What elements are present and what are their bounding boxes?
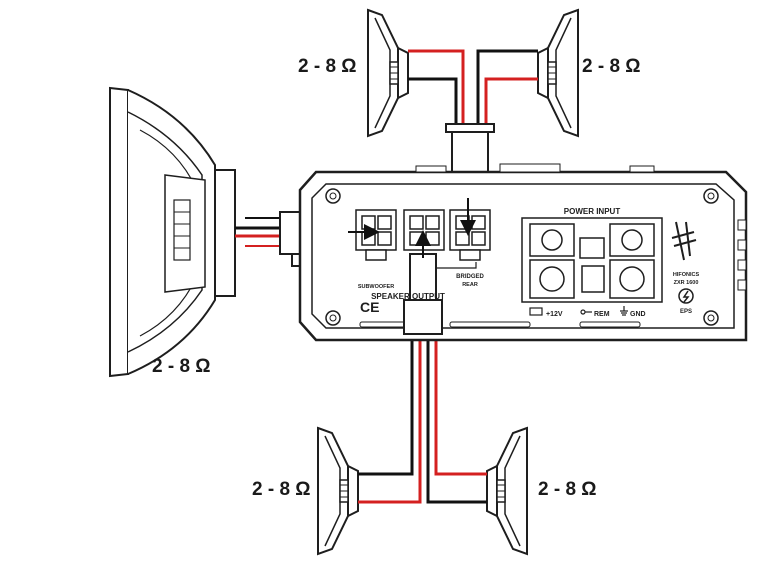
impedance-bottom-right: 2 - 8 Ω (538, 479, 597, 500)
speaker-top-left (367, 9, 409, 137)
impedance-top-right: 2 - 8 Ω (582, 56, 641, 77)
battery-icon (529, 307, 543, 316)
terminal-rear (449, 209, 491, 261)
power-input-label: POWER INPUT (564, 207, 621, 216)
brand-logo-icon (671, 221, 697, 261)
top-plug (445, 123, 495, 175)
remote-icon (580, 309, 592, 315)
model-label: ZXR 1600 (674, 280, 699, 286)
impedance-top-left: 2 - 8 Ω (298, 56, 357, 77)
ce-mark: CE (360, 299, 379, 315)
wires-subwoofer (235, 217, 285, 247)
eps-label: EPS (680, 309, 692, 315)
impedance-bottom-left: 2 - 8 Ω (252, 479, 311, 500)
power-terminal (521, 217, 663, 303)
speaker-bottom-right (486, 427, 528, 555)
wires-bottom (358, 338, 487, 504)
brand-label: HIFONICS (673, 272, 700, 278)
speaker-bottom-left (317, 427, 359, 555)
speaker-top-right (537, 9, 579, 137)
plus12v-label: +12V (546, 311, 563, 318)
ground-icon (620, 306, 628, 316)
rem-label: REM (594, 311, 610, 318)
subwoofer-label: SUBWOOFER (358, 284, 394, 290)
subwoofer (109, 86, 236, 378)
rear-label: REAR (462, 282, 478, 288)
bottom-plug (403, 253, 443, 335)
connection-arrows (348, 198, 476, 258)
wires-top (408, 49, 538, 128)
bridged-label: BRIDGED (456, 274, 484, 280)
impedance-subwoofer: 2 - 8 Ω (152, 356, 211, 377)
gnd-label: GND (630, 311, 646, 318)
eps-bolt-icon (678, 288, 694, 304)
speaker-output-label: SPEAKER OUTPUT (371, 292, 445, 301)
terminal-subwoofer (355, 209, 397, 261)
